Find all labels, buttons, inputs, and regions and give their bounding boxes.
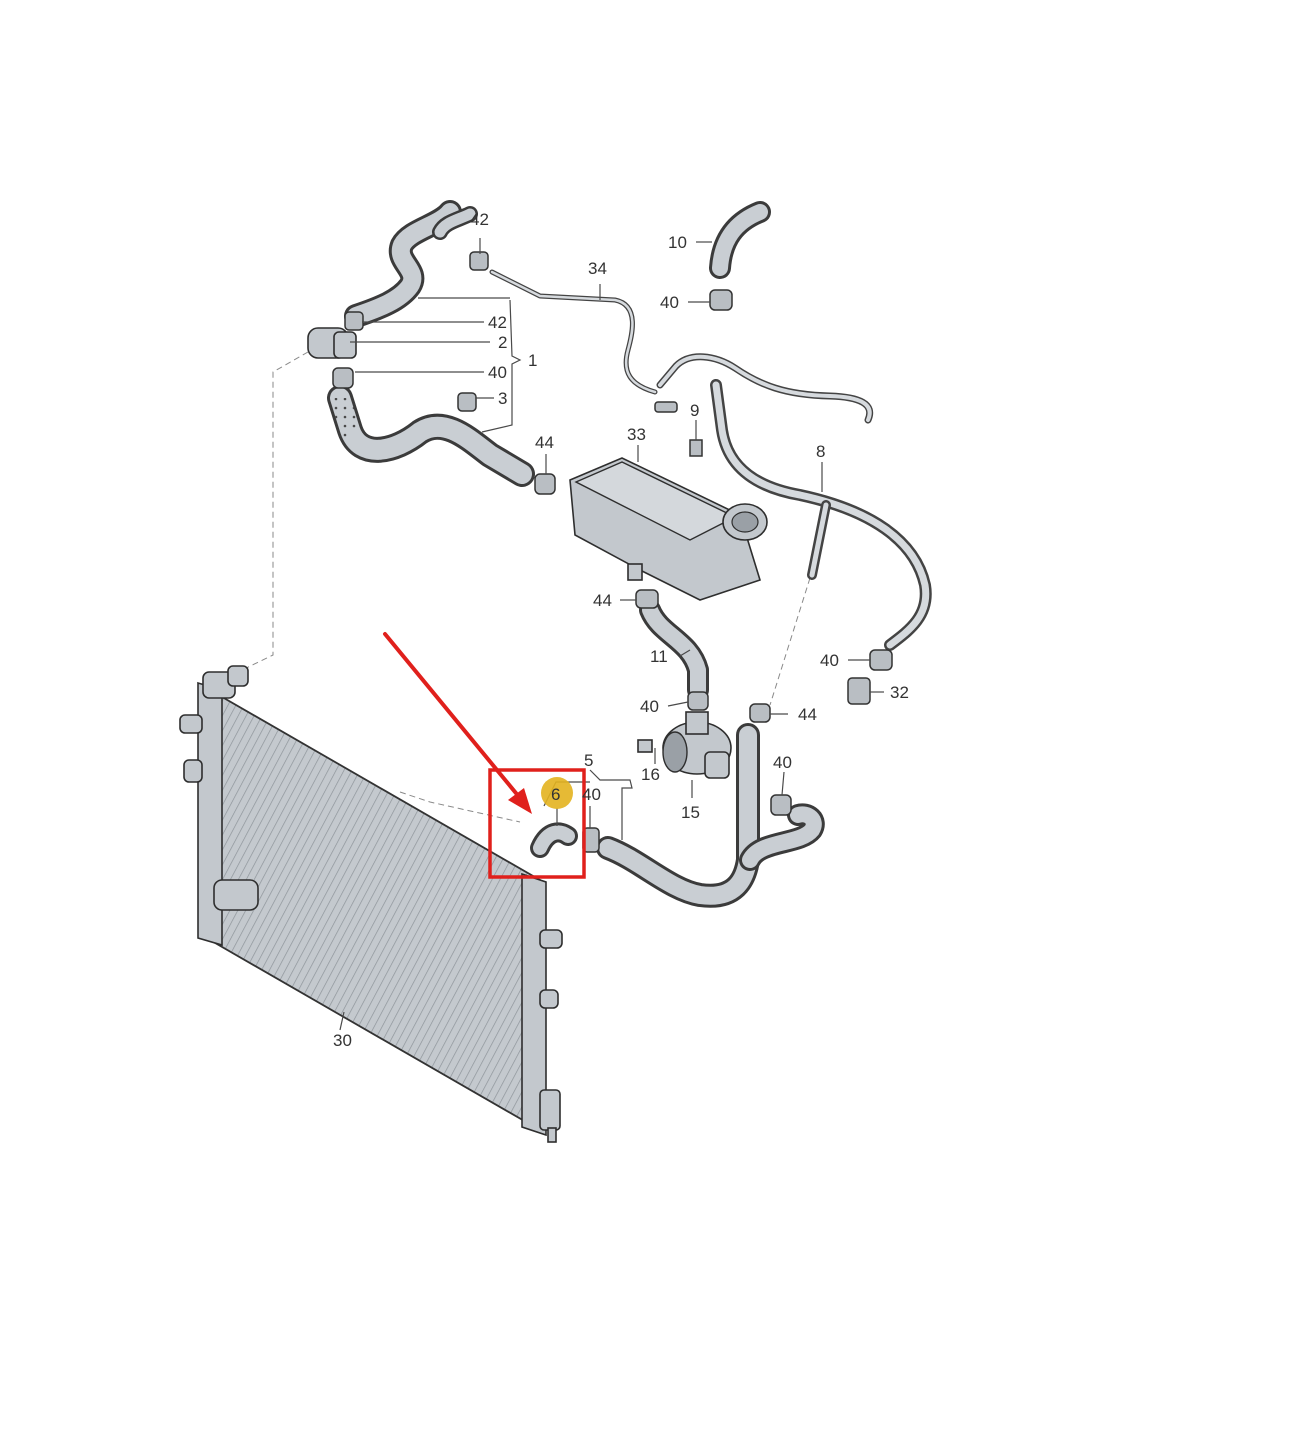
- leader-lines: [339, 238, 884, 1031]
- coolant-expansion-tank: [569, 457, 768, 601]
- callout-1: 1: [528, 351, 537, 370]
- callout-5: 5: [584, 751, 593, 770]
- coolant-hose-6: [530, 822, 578, 858]
- radiator: [179, 665, 563, 1143]
- callout-34: 34: [588, 259, 607, 278]
- callout-40-right: 40: [820, 651, 839, 670]
- callout-40-left: 40: [488, 363, 507, 382]
- callout-labels: 42 42 2 1 40 3 34 10 40 9 33 44 8 44 11 …: [333, 210, 909, 1050]
- callout-44-lower: 44: [798, 705, 817, 724]
- hose-clamps: [332, 251, 893, 853]
- callout-15: 15: [681, 803, 700, 822]
- coolant-pipe-right: [709, 201, 932, 651]
- callout-2: 2: [498, 333, 507, 352]
- callout-6: 6: [551, 785, 560, 804]
- callout-40-pump: 40: [640, 697, 659, 716]
- callout-40-highlight: 40: [582, 785, 601, 804]
- callout-8: 8: [816, 442, 825, 461]
- callout-40-upper-right: 40: [660, 293, 679, 312]
- callout-32: 32: [890, 683, 909, 702]
- callout-42-top: 42: [470, 210, 489, 229]
- upper-coolant-hose-assembly: [307, 200, 874, 487]
- callout-40-lower-right: 40: [773, 753, 792, 772]
- coolant-hose-11: [639, 599, 709, 701]
- auxiliary-coolant-pump: [637, 711, 732, 779]
- callout-9: 9: [690, 401, 699, 420]
- callout-44-tank-bottom: 44: [593, 591, 612, 610]
- callout-16: 16: [641, 765, 660, 784]
- callout-30: 30: [333, 1031, 352, 1050]
- callout-44-tank-top: 44: [535, 433, 554, 452]
- callout-10: 10: [668, 233, 687, 252]
- callout-42-mid: 42: [488, 313, 507, 332]
- lower-coolant-hose-assembly: [596, 723, 825, 908]
- callout-3: 3: [498, 389, 507, 408]
- callout-11: 11: [650, 647, 668, 666]
- callout-33: 33: [627, 425, 646, 444]
- highlight-annotation: [383, 632, 586, 879]
